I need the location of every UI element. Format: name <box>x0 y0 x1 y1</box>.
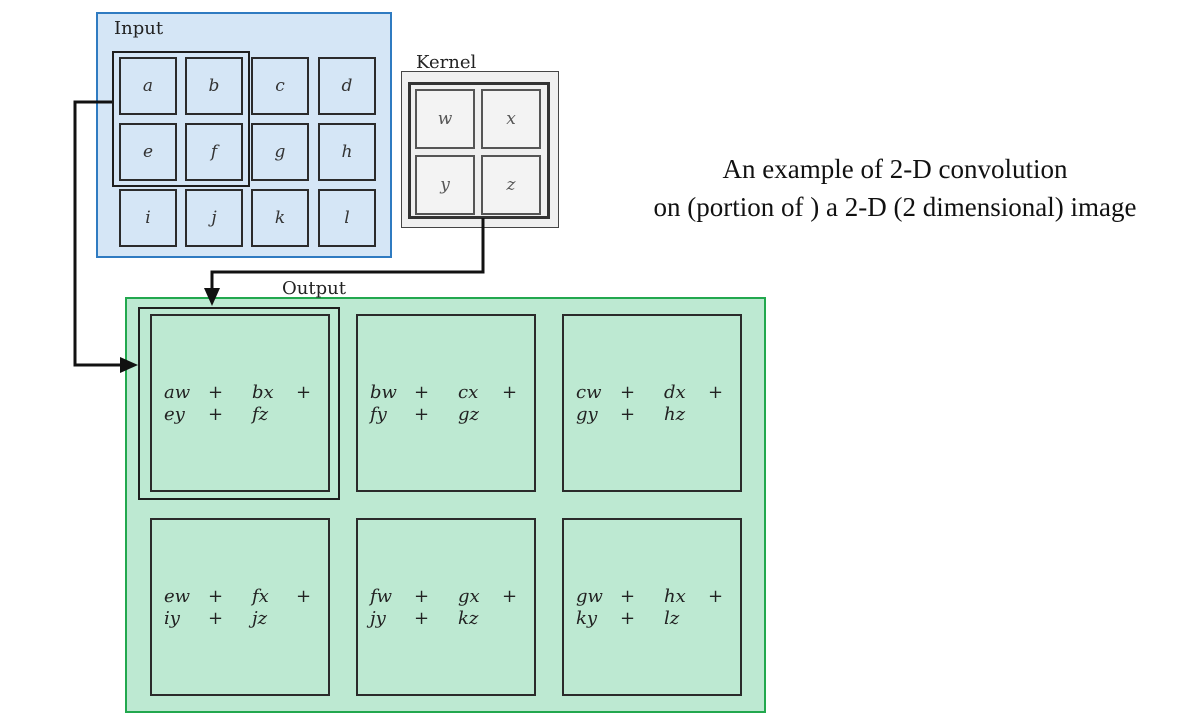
output-formula: ew+fx+ iy+jz <box>164 586 312 629</box>
output-formula: gw+hx+ ky+lz <box>576 586 724 629</box>
output-label: Output <box>282 278 346 299</box>
input-cell-h: h <box>318 123 376 181</box>
input-cell-f: f <box>185 123 243 181</box>
kernel-cell-w: w <box>415 89 475 149</box>
input-cell-c: c <box>251 57 309 115</box>
kernel-arrowhead-icon <box>204 288 220 306</box>
kernel-label: Kernel <box>416 52 477 73</box>
output-cell-3: cw+dx+ gy+hz <box>562 314 742 492</box>
caption-line-1: An example of 2-D convolution <box>722 154 1068 184</box>
output-cell-5: fw+gx+ jy+kz <box>356 518 536 696</box>
output-formula: bw+cx+ fy+gz <box>370 382 518 425</box>
output-formula: cw+dx+ gy+hz <box>576 382 724 425</box>
input-cell-l: l <box>318 189 376 247</box>
input-receptive-field-highlight <box>112 51 250 187</box>
kernel-cell-y: y <box>415 155 475 215</box>
kernel-cell-x: x <box>481 89 541 149</box>
output-cell-2: bw+cx+ fy+gz <box>356 314 536 492</box>
output-active-cell-highlight <box>138 307 340 500</box>
output-cell-6: gw+hx+ ky+lz <box>562 518 742 696</box>
input-cell-j: j <box>185 189 243 247</box>
input-cell-e: e <box>119 123 177 181</box>
input-cell-d: d <box>318 57 376 115</box>
input-arrowhead-icon <box>120 357 138 373</box>
output-cell-4: ew+fx+ iy+jz <box>150 518 330 696</box>
diagram-caption: An example of 2-D convolution on (portio… <box>600 150 1177 226</box>
input-cell-i: i <box>119 189 177 247</box>
caption-line-2: on (portion of ) a 2-D (2 dimensional) i… <box>653 192 1137 222</box>
output-formula: fw+gx+ jy+kz <box>370 586 518 629</box>
output-formula: aw+bx+ ey+fz <box>164 382 312 425</box>
output-cell-1: aw+bx+ ey+fz <box>150 314 330 492</box>
kernel-cell-z: z <box>481 155 541 215</box>
input-cell-k: k <box>251 189 309 247</box>
kernel-to-output-arrow <box>210 218 485 290</box>
input-cell-a: a <box>119 57 177 115</box>
kernel-frame <box>408 82 550 219</box>
input-to-output-arrow <box>73 100 120 367</box>
input-label: Input <box>114 18 164 39</box>
input-cell-b: b <box>185 57 243 115</box>
input-cell-g: g <box>251 123 309 181</box>
